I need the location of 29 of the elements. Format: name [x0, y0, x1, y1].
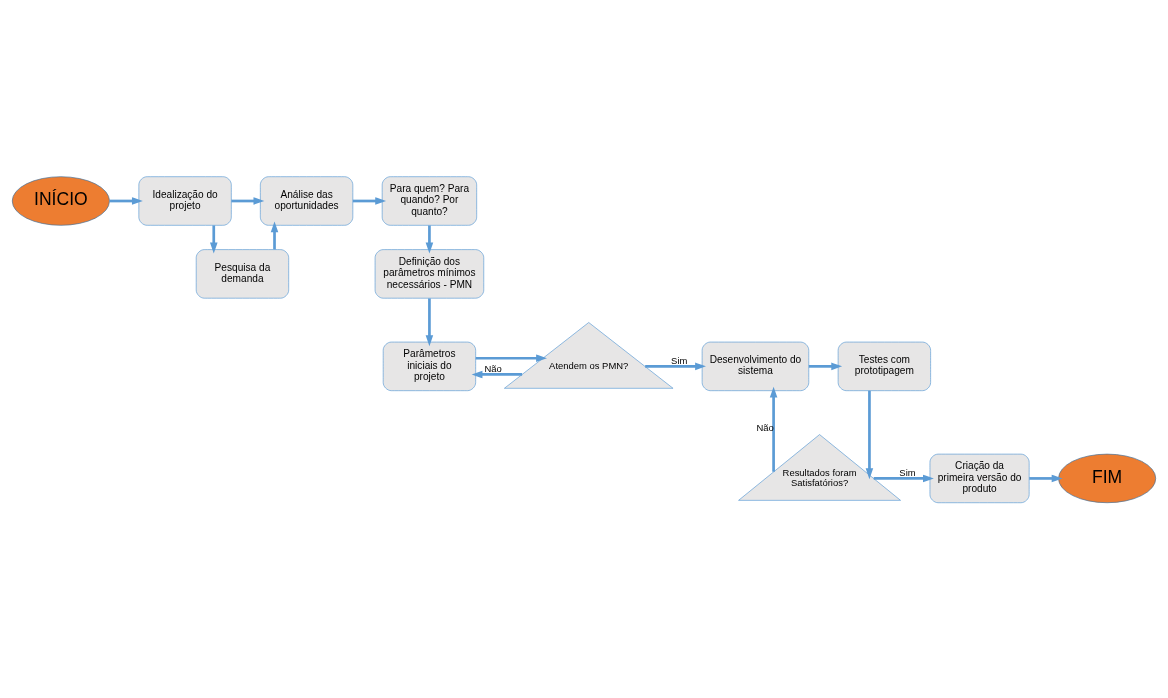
node-box: Testes com prototipagem [837, 341, 931, 391]
edge-label: Sim [899, 466, 916, 478]
arrow [475, 353, 547, 362]
arrow [425, 225, 434, 253]
node-box: Criação da primeira versão do produto [929, 453, 1030, 503]
node-box: Idealização do projeto [138, 175, 232, 226]
node-ellipse: FIM [1058, 453, 1157, 503]
edge-label: Não [484, 362, 502, 374]
node-box: Para quem? Para quando? Por quanto? [381, 175, 477, 226]
arrow [109, 196, 143, 205]
node-box: Parâmetros iniciais do projeto [382, 341, 476, 391]
arrow [645, 362, 706, 370]
arrow [231, 196, 265, 205]
arrow [873, 474, 934, 482]
node-box: Análise das oportunidades [260, 175, 354, 226]
arrow [209, 225, 218, 253]
arrow [1029, 474, 1063, 482]
edge-label: Sim [671, 354, 688, 366]
node-box: Desenvolvimento do sistema [701, 341, 810, 391]
arrow [270, 220, 279, 249]
arrow [808, 362, 843, 370]
node-box: Pesquisa da demanda [195, 248, 290, 299]
node-ellipse: INÍCIO [11, 175, 110, 226]
arrow [425, 297, 434, 346]
arrow [352, 196, 387, 205]
arrow [471, 370, 523, 378]
arrow [865, 390, 874, 479]
node-box: Definição dos parâmetros mínimos necessários - PMN [374, 248, 485, 299]
arrow [769, 386, 778, 472]
